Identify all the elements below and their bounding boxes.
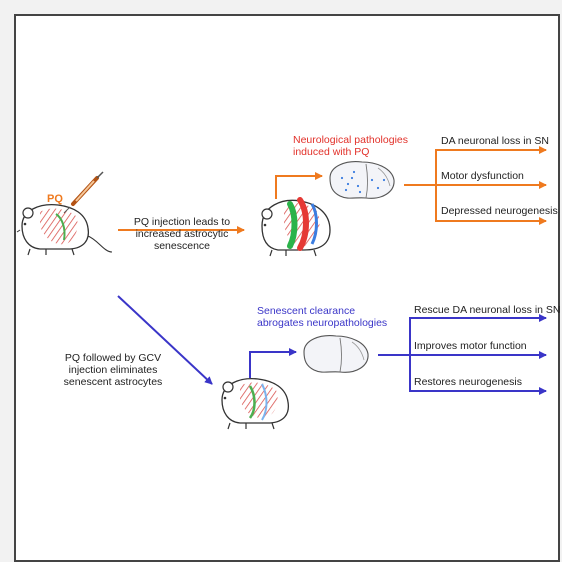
brain-clearance-icon [303, 335, 369, 373]
arrow-gcv-injection [117, 295, 213, 385]
gcv-text-line: PQ followed by GCV [64, 352, 162, 364]
clearance-title-line: Senescent clearance [257, 305, 356, 317]
mouse-pq-icon [16, 204, 113, 256]
outcome-improves-motor: Improves motor function [414, 340, 527, 352]
outcome-restores-neurogenesis: Restores neurogenesis [414, 376, 522, 388]
clearance-title: Senescent clearance abrogates neuropatho… [257, 305, 387, 329]
outcome-rescue-da: Rescue DA neuronal loss in SN [414, 304, 561, 316]
arrow-to-brain-clearance [249, 348, 297, 378]
outcome-depressed-neurogenesis: Depressed neurogenesis [441, 205, 558, 217]
outcome-da-loss: DA neuronal loss in SN [441, 135, 549, 147]
brain-pq-icon [329, 161, 395, 199]
gcv-text: PQ followed by GCV injection eliminates … [48, 352, 178, 388]
pathology-title-line: induced with PQ [293, 146, 370, 158]
gcv-text-line: injection eliminates [68, 364, 158, 376]
injection-text: PQ injection leads to increased astrocyt… [118, 216, 246, 252]
arrow-to-brain-pq [275, 172, 323, 199]
pq-label: PQ [47, 193, 63, 205]
pathology-title: Neurological pathologies induced with PQ [293, 134, 408, 158]
outcome-motor-dysfunction: Motor dysfunction [441, 170, 524, 182]
orange-outcome-arrows [404, 146, 547, 225]
injection-text-line: senescence [153, 240, 211, 252]
figure-frame [14, 14, 560, 562]
clearance-title-line: abrogates neuropathologies [257, 317, 388, 329]
pathology-title-line: Neurological pathologies [293, 134, 408, 146]
mouse-senescent-icon [261, 197, 331, 257]
mouse-gcv-icon [221, 378, 290, 430]
injection-text-line: increased astrocytic [135, 228, 229, 240]
syringe-icon [63, 171, 104, 214]
injection-text-line: PQ injection leads to [133, 216, 231, 228]
blue-outcome-arrows [378, 314, 547, 395]
gcv-text-line: senescent astrocytes [63, 376, 163, 388]
